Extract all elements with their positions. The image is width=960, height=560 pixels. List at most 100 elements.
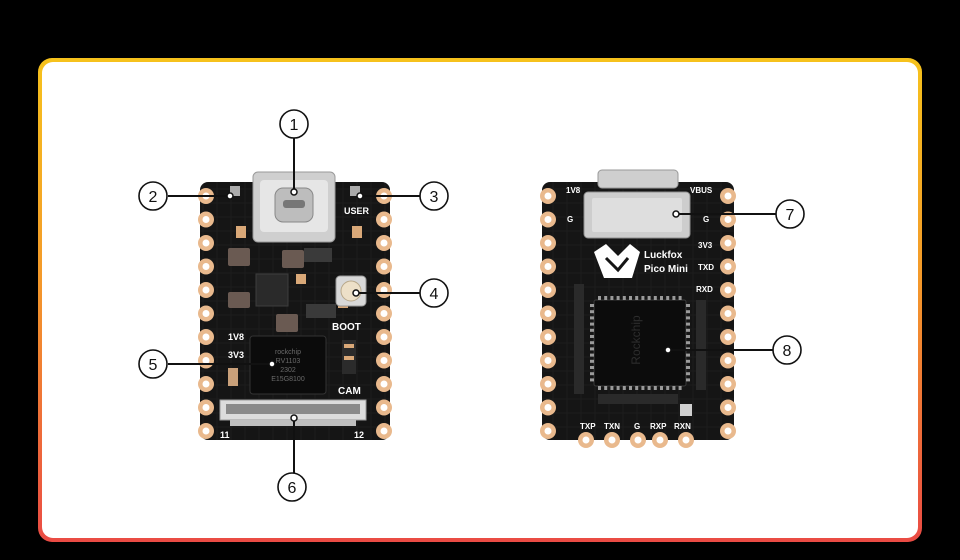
usb-shield-can [583, 191, 691, 239]
silk-1v8-back: 1V8 [566, 186, 581, 195]
pad-hole [380, 286, 388, 294]
ic-pin [604, 386, 608, 390]
pad-hole [544, 427, 552, 435]
ic-pin [678, 296, 682, 300]
callout-3-label: 3 [430, 189, 439, 206]
callout-lines [168, 138, 776, 474]
ic-pin [590, 353, 594, 357]
ic-pin [590, 378, 594, 382]
pad-hole [380, 263, 388, 270]
pad-hole [724, 357, 732, 364]
ic-pin [647, 296, 651, 300]
ic-pin [660, 296, 663, 300]
silk-model: Pico Mini [644, 264, 688, 275]
pad-hole [202, 380, 210, 388]
pad-hole [544, 286, 552, 294]
callout-4: 4 [419, 278, 449, 308]
ic-pin [686, 316, 690, 320]
ic-pin [647, 386, 651, 390]
ic-pin [590, 322, 594, 326]
pad-hole [634, 436, 642, 444]
silk-gnd-bottom: G [634, 422, 640, 431]
pad-hole [724, 216, 732, 223]
callout-5: 5 [138, 349, 168, 379]
silk-3v3-back: 3V3 [698, 241, 713, 250]
silk-user: USER [344, 206, 370, 216]
ic-pin [616, 386, 620, 390]
callout-8-label: 8 [783, 343, 792, 360]
ic-pin [686, 359, 690, 363]
callout-8: 8 [772, 335, 802, 365]
pad-hole [544, 310, 552, 317]
pad-hole [202, 310, 210, 317]
ic-pin [604, 296, 608, 300]
chip-text-line: RV1103 [276, 358, 301, 365]
pad-hole [202, 263, 210, 270]
ic-pin [629, 386, 632, 390]
pad-hole [724, 427, 732, 435]
ic-pin [616, 296, 620, 300]
pad-hole [202, 357, 210, 364]
pad-hole [724, 263, 732, 270]
ic-pin [686, 328, 690, 332]
pad-hole [656, 436, 664, 444]
silk-g-left: G [567, 215, 573, 224]
pad-hole [582, 436, 590, 444]
pad-hole [202, 427, 210, 435]
silk-txp: TXP [580, 422, 596, 431]
ic-pin [635, 386, 639, 390]
ic-pin [629, 296, 632, 300]
callout-1: 1 [279, 109, 309, 139]
pad-hole [380, 427, 388, 435]
ic-pin [672, 296, 676, 300]
pad-hole [544, 192, 552, 200]
callout-6: 6 [277, 472, 307, 502]
silk-vbus: VBUS [690, 186, 713, 195]
callout-1-label: 1 [290, 117, 299, 134]
ic-pin [622, 296, 626, 300]
pad-hole [380, 333, 388, 341]
ic-pin [590, 328, 594, 332]
ic-pin [590, 335, 594, 338]
rockchip-ic: Rockchip [593, 299, 687, 387]
callout-5-label: 5 [149, 357, 158, 374]
front-edge-pads [198, 188, 392, 439]
chip-text-line: rockchip [275, 349, 301, 356]
pad-hole [380, 380, 388, 388]
callout-2: 2 [138, 181, 168, 211]
callout-2-label: 2 [149, 189, 158, 206]
ic-pin [686, 322, 690, 326]
ic-pin [590, 359, 594, 363]
pad-hole [202, 286, 210, 294]
back-board: Luckfox Pico Mini Rockchip 1V8 VBUS G G … [540, 169, 736, 448]
silk-txd: TXD [698, 263, 714, 272]
ic-pin [672, 386, 676, 390]
ic-pin [590, 366, 594, 369]
luckfox-logo [594, 244, 640, 278]
pad-hole [544, 357, 552, 364]
ic-pin [622, 386, 626, 390]
pad-hole [724, 192, 732, 200]
silk-cam: CAM [338, 386, 361, 397]
ic-pin [653, 296, 657, 300]
pad-hole [608, 436, 616, 444]
pad-hole [682, 436, 690, 444]
ic-pin [660, 386, 663, 390]
pad-hole [202, 216, 210, 223]
chip-text-line: E15G8100 [271, 376, 305, 383]
ic-pin [686, 372, 690, 376]
silk-1v8: 1V8 [228, 332, 244, 342]
silk-rxn: RXN [674, 422, 691, 431]
pad-hole [724, 333, 732, 341]
silk-pin12: 12 [354, 430, 364, 440]
pad-hole [544, 263, 552, 270]
ic-pin [686, 341, 690, 345]
silk-rxd: RXD [696, 285, 713, 294]
pad-hole [724, 286, 732, 294]
silk-boot: BOOT [332, 322, 361, 333]
ic-pin [635, 296, 639, 300]
chip-text-line: 2302 [280, 367, 296, 374]
ic-pin [686, 310, 690, 314]
callout-3: 3 [419, 181, 449, 211]
ic-pin [653, 386, 657, 390]
